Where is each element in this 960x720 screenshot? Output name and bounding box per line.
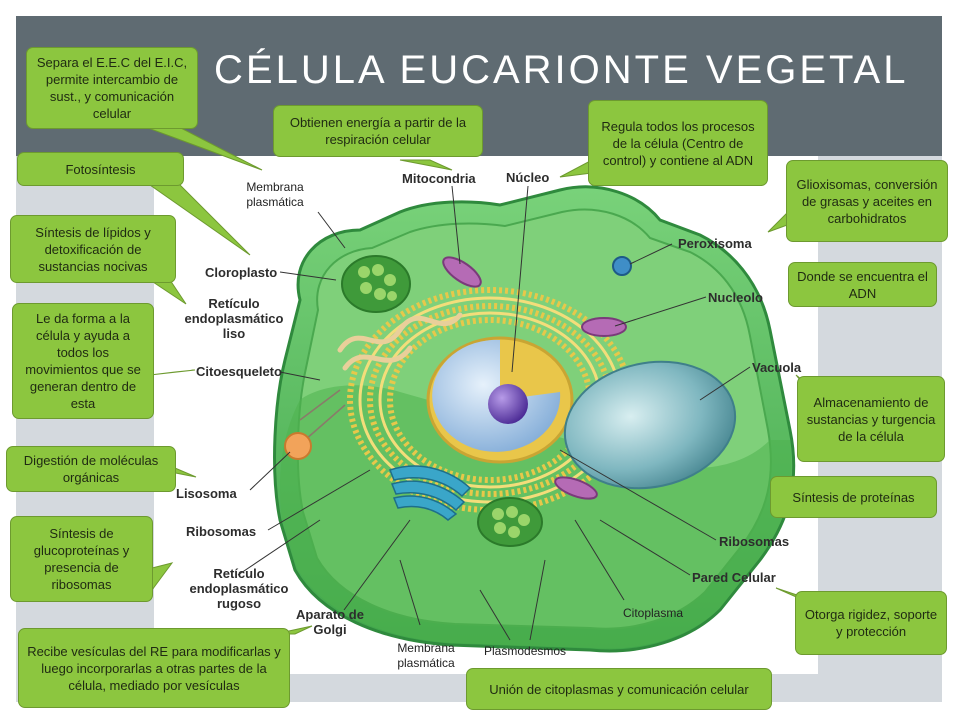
callout-almacenamiento: Almacenamiento de sustancias y turgencia… bbox=[797, 376, 945, 462]
label-mitocondria: Mitocondria bbox=[402, 171, 476, 186]
cytoskeleton bbox=[299, 389, 346, 441]
label-reticulo-liso: Retículo endoplasmático liso bbox=[184, 296, 284, 341]
mitochondria-right bbox=[581, 317, 627, 337]
leader-lines bbox=[237, 185, 751, 641]
callout-glucoproteinas: Síntesis de glucoproteínas y presencia d… bbox=[10, 516, 153, 602]
label-citoesqueleto: Citoesqueleto bbox=[196, 364, 282, 379]
label-aparato-golgi: Aparato de Golgi bbox=[296, 607, 364, 637]
label-ribosomas-left: Ribosomas bbox=[186, 524, 257, 539]
callout-proteinas: Síntesis de proteínas bbox=[770, 476, 937, 518]
callout-forma: Le da forma a la célula y ayuda a todos … bbox=[12, 303, 154, 419]
callout-vesiculas: Recibe vesículas del RE para modificarla… bbox=[18, 628, 290, 708]
callout-nucleo: Regula todos los procesos de la célula (… bbox=[588, 100, 768, 186]
label-pared-celular: Pared Celular bbox=[692, 570, 776, 585]
label-ribosomas-right: Ribosomas bbox=[719, 534, 790, 549]
smooth-er bbox=[337, 312, 463, 371]
label-membrana-bottom: Membrana plasmática bbox=[397, 641, 455, 670]
vacuole bbox=[563, 360, 737, 490]
label-lisosoma: Lisosoma bbox=[176, 486, 237, 501]
label-membrana-top: Membrana plasmática bbox=[246, 180, 304, 209]
label-citoplasma: Citoplasma bbox=[623, 606, 684, 620]
lysosome bbox=[284, 432, 312, 460]
callout-union: Unión de citoplasmas y comunicación celu… bbox=[466, 668, 772, 710]
label-vacuola: Vacuola bbox=[752, 360, 802, 375]
callout-mitocondria: Obtienen energía a partir de la respirac… bbox=[273, 105, 483, 157]
nucleus bbox=[426, 336, 574, 464]
label-peroxisoma: Peroxisoma bbox=[678, 236, 752, 251]
callout-pointers bbox=[139, 124, 813, 635]
callout-glioxisomas: Glioxisomas, conversión de grasas y acei… bbox=[786, 160, 948, 242]
callout-digestion: Digestión de moléculas orgánicas bbox=[6, 446, 176, 492]
callout-fotosintesis: Fotosíntesis bbox=[17, 152, 184, 186]
mitochondria-top bbox=[442, 256, 482, 288]
label-nucleolo: Nucleolo bbox=[708, 290, 763, 305]
peroxisome bbox=[612, 256, 632, 276]
golgi bbox=[389, 465, 472, 521]
label-plasmodesmos: Plasmodesmos bbox=[484, 644, 567, 658]
mitochondria-lower bbox=[554, 476, 598, 500]
callout-membrana: Separa el E.E.C del E.I.C, permite inter… bbox=[26, 47, 198, 129]
chloroplast-upper bbox=[341, 255, 411, 313]
label-cloroplasto: Cloroplasto bbox=[205, 265, 278, 280]
label-reticulo-rugoso: Retículo endoplasmático rugoso bbox=[189, 566, 289, 611]
label-nucleo: Núcleo bbox=[506, 170, 550, 185]
callout-lipidos: Síntesis de lípidos y detoxificación de … bbox=[10, 215, 176, 283]
chloroplast-lower bbox=[477, 497, 543, 547]
slide-title: CÉLULA EUCARIONTE VEGETAL bbox=[214, 48, 909, 92]
callout-adn: Donde se encuentra el ADN bbox=[788, 262, 937, 307]
callout-rigidez: Otorga rigidez, soporte y protección bbox=[795, 591, 947, 655]
